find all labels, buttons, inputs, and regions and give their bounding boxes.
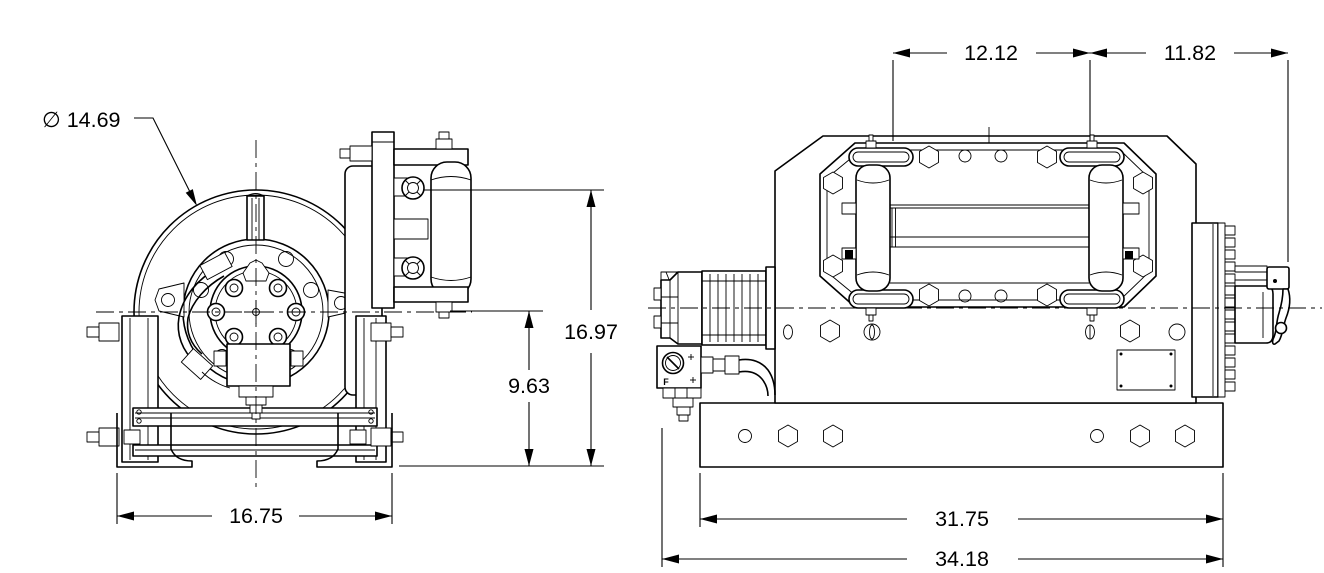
dim-clutch-offset: 11.82 [1090,41,1289,262]
dim-text-overall-length: 34.18 [935,547,989,571]
hydraulic-hoses [177,251,233,389]
fairlead-front [819,134,1157,322]
valve-block-side [213,343,304,420]
drum-barrel [890,204,1089,284]
clutch-lever [1271,288,1291,345]
dim-opening-width: 12.12 [892,41,1091,141]
foot-left [116,413,193,468]
side-view [86,131,472,488]
valve-port-label: F [663,377,669,387]
dim-text-centerline-height: 9.63 [508,374,550,398]
dim-base-width: 16.75 [116,473,393,528]
drum-shaft-rod [246,193,265,241]
grease-knob-lower [401,256,425,280]
clutch-hub [1234,285,1274,344]
dim-centerline-height: 9.63 [450,310,550,466]
grease-zerk [865,140,877,149]
roller-side [430,161,472,296]
grease-zerk [1086,140,1098,149]
dim-text-diameter: ∅ 14.69 [42,108,121,132]
base-plate [699,402,1224,468]
roller-left [855,164,891,292]
valve-block-front: F [656,345,702,389]
front-view: F [648,127,1322,468]
tie-rod-lower [132,444,378,457]
dim-mount-width: 31.75 [699,473,1224,567]
dim-text-mount-width: 31.75 [935,507,989,531]
dim-text-clutch-offset: 11.82 [1164,41,1216,65]
foot-right [316,413,393,468]
clutch-handle-mount [1266,266,1290,290]
dim-text-overall-height: 16.97 [564,320,618,344]
mounting-frame [86,315,404,468]
brake-lug-left [154,282,185,318]
dim-text-opening-width: 12.12 [964,41,1018,65]
dimensions: ∅ 14.69 16.75 16.97 [42,41,1289,571]
motor-assembly-front: F [653,266,776,422]
grease-knob-upper [401,176,425,200]
dim-drum-diameter: ∅ 14.69 [42,108,197,206]
disc-stack [1224,225,1236,392]
dim-overall-length: 34.18 [661,428,1223,571]
dim-overall-height: 16.97 [399,189,618,467]
clutch-assembly [1191,222,1291,398]
roller-right [1088,164,1124,292]
dim-text-base-width: 16.75 [229,504,283,528]
data-plate [1116,349,1176,391]
